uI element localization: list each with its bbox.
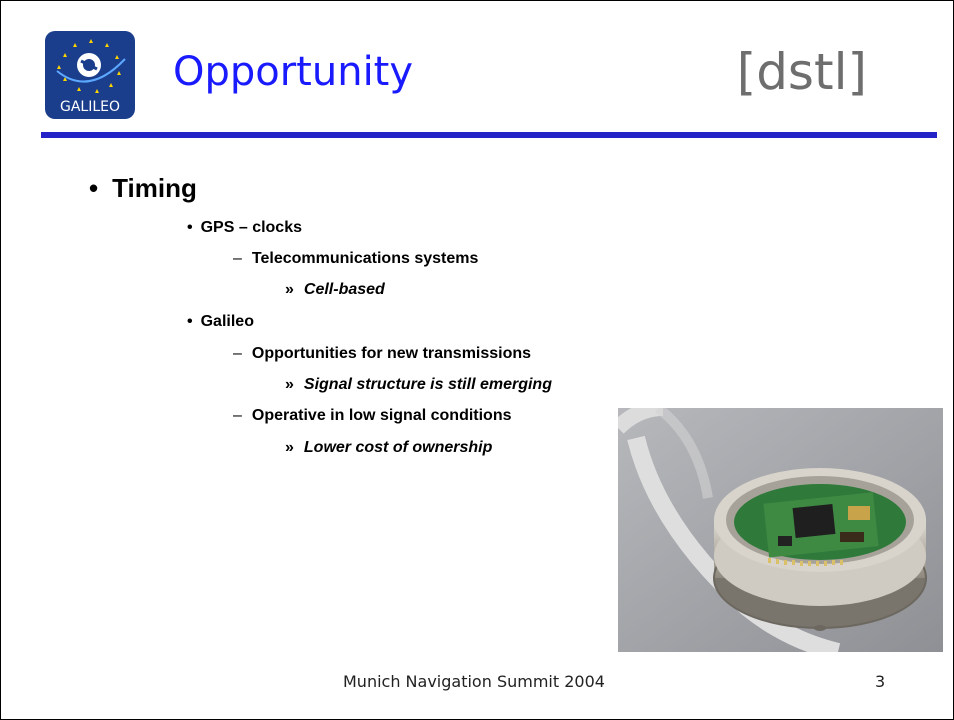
bullet-marker: – xyxy=(233,407,242,424)
bullet-text: Opportunities for new transmissions xyxy=(251,345,532,362)
bullet-marker: » xyxy=(285,281,294,298)
bullet-text: Timing xyxy=(112,173,197,203)
bullet-marker: • xyxy=(89,173,99,203)
title-divider xyxy=(41,132,937,138)
bullet-galileo: • Galileo xyxy=(187,313,254,331)
bullet-text: Operative in low signal conditions xyxy=(251,407,512,424)
bullet-telecommunications: –Telecommunications systems xyxy=(233,250,478,268)
bullet-text: Lower cost of ownership xyxy=(303,439,493,456)
galileo-logo: GALILEO xyxy=(45,31,135,119)
bullet-marker: • xyxy=(187,219,193,236)
bullet-marker: • xyxy=(187,313,193,330)
bullet-marker: » xyxy=(285,376,294,393)
footer-event: Munich Navigation Summit 2004 xyxy=(343,672,605,691)
bullet-timing: • Timing xyxy=(89,173,197,204)
bullet-lower-cost: » Lower cost of ownership xyxy=(285,439,492,457)
bullet-signal-structure: » Signal structure is still emerging xyxy=(285,376,552,394)
bullet-cell-based: » Cell-based xyxy=(285,281,385,299)
page-number: 3 xyxy=(875,672,886,691)
bullet-marker: – xyxy=(233,250,242,267)
slide-title: Opportunity xyxy=(173,49,414,95)
receiver-photo xyxy=(618,408,943,652)
bullet-new-transmissions: –Opportunities for new transmissions xyxy=(233,345,531,363)
bullet-text: GPS – clocks xyxy=(200,219,302,236)
bullet-text: Cell-based xyxy=(303,281,385,298)
bullet-gps-clocks: • GPS – clocks xyxy=(187,219,302,237)
logo-text: GALILEO xyxy=(59,99,121,115)
bullet-text: Signal structure is still emerging xyxy=(303,376,552,393)
bullet-text: Telecommunications systems xyxy=(251,250,479,267)
dstl-brand: [dstl] xyxy=(736,43,867,101)
bullet-text: Galileo xyxy=(200,313,254,330)
bullet-marker: – xyxy=(233,345,242,362)
bullet-low-signal: –Operative in low signal conditions xyxy=(233,407,512,425)
receiver-device-image xyxy=(618,408,943,652)
bullet-marker: » xyxy=(285,439,294,456)
galileo-emblem-icon xyxy=(56,39,126,93)
